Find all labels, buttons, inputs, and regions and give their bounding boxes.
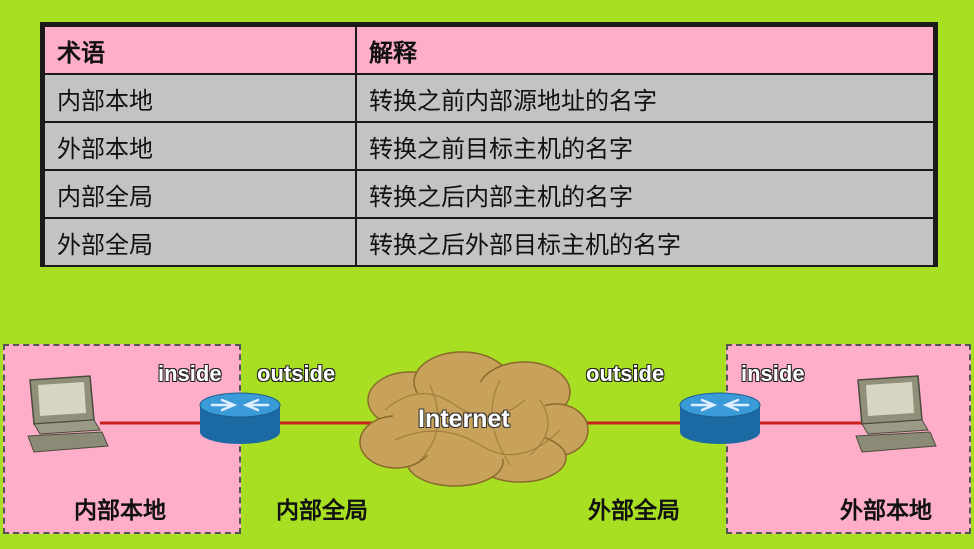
computer-icon [855, 375, 937, 453]
explanation-cell: 转换之前内部源地址的名字 [355, 73, 935, 123]
term-cell: 外部本地 [43, 121, 357, 171]
header-explanation: 解释 [355, 25, 935, 75]
left-inside-label: inside [158, 361, 222, 386]
term-cell: 内部全局 [43, 169, 357, 219]
explanation-cell: 转换之前目标主机的名字 [355, 121, 935, 171]
left-outside-label: outside [257, 361, 336, 386]
inside-global-label: 内部全局 [276, 498, 368, 524]
terms-table: 术语 解释 内部本地 转换之前内部源地址的名字 外部本地 转换之前目标主机的名字… [43, 25, 935, 267]
right-outside-label: outside [586, 361, 665, 386]
term-cell: 外部全局 [43, 217, 357, 267]
right-inside-label: inside [741, 361, 805, 386]
cloud-icon [359, 351, 589, 487]
table-header-row: 术语 解释 [43, 25, 935, 75]
term-cell: 内部本地 [43, 73, 357, 123]
router-icon [199, 392, 281, 444]
table-row: 外部全局 转换之后外部目标主机的名字 [43, 217, 935, 267]
computer-icon [27, 375, 109, 453]
router-icon [679, 392, 761, 444]
table-row: 内部全局 转换之后内部主机的名字 [43, 169, 935, 219]
table-row: 内部本地 转换之前内部源地址的名字 [43, 73, 935, 123]
terms-table-container: 术语 解释 内部本地 转换之前内部源地址的名字 外部本地 转换之前目标主机的名字… [40, 22, 938, 267]
inside-local-label: 内部本地 [74, 498, 166, 524]
outside-local-label: 外部本地 [840, 498, 932, 524]
explanation-cell: 转换之后内部主机的名字 [355, 169, 935, 219]
internet-label: Internet [418, 405, 510, 433]
table-row: 外部本地 转换之前目标主机的名字 [43, 121, 935, 171]
explanation-cell: 转换之后外部目标主机的名字 [355, 217, 935, 267]
header-term: 术语 [43, 25, 357, 75]
outside-global-label: 外部全局 [588, 498, 680, 524]
